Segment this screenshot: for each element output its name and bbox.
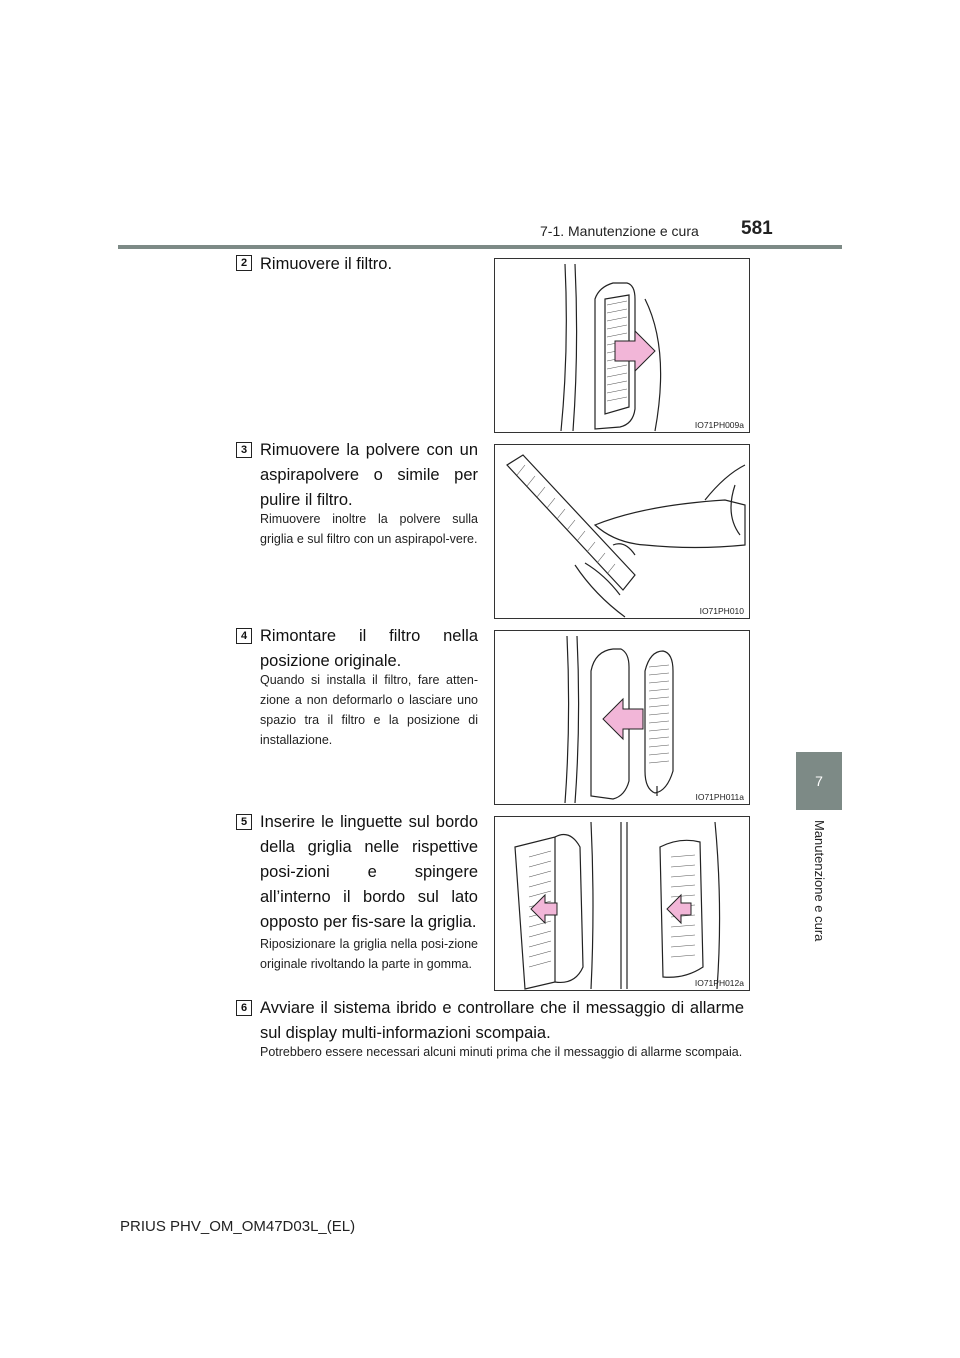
step-number-2: 2 [236,255,252,271]
figure-code: IO71PH011a [695,792,744,802]
step-4-note: Quando si installa il filtro, fare atten… [260,673,478,747]
step-number-4: 4 [236,628,252,644]
figure-reinstall-filter: IO71PH011a [494,630,750,805]
step-5-note: Riposizionare la griglia nella posi-zion… [260,937,478,971]
chapter-label: Manutenzione e cura [796,810,842,980]
step-number-6: 6 [236,1000,252,1016]
figure-vacuum-filter: IO71PH010 [494,444,750,619]
step-6-note: Potrebbero essere necessari alcuni minut… [260,1045,743,1059]
document-footer: PRIUS PHV_OM_OM47D03L_(EL) [120,1218,356,1235]
chapter-tab: 7 [796,752,842,810]
step-5-title: Inserire le linguette sul bordo della gr… [260,813,478,931]
step-number-5: 5 [236,814,252,830]
header-rule [118,245,842,249]
figure-remove-filter: IO71PH009a [494,258,750,433]
figure-code: IO71PH010 [699,606,744,616]
step-number-3: 3 [236,442,252,458]
step-3-title: Rimuovere la polvere con un aspirapolver… [260,441,478,509]
figure-reinstall-grille: IO71PH012a [494,816,750,991]
step-4-title: Rimontare il filtro nella posizione orig… [260,627,478,670]
section-title: 7-1. Manutenzione e cura [540,223,699,239]
step-6-title: Avviare il sistema ibrido e controllare … [260,999,744,1042]
step-2-title: Rimuovere il filtro. [260,255,393,273]
figure-code: IO71PH009a [694,420,744,430]
step-3-note: Rimuovere inoltre la polvere sulla grigl… [260,512,478,546]
page-number: 581 [741,218,773,239]
chapter-label-text: Manutenzione e cura [812,820,827,942]
figure-code: IO71PH012a [694,978,744,988]
